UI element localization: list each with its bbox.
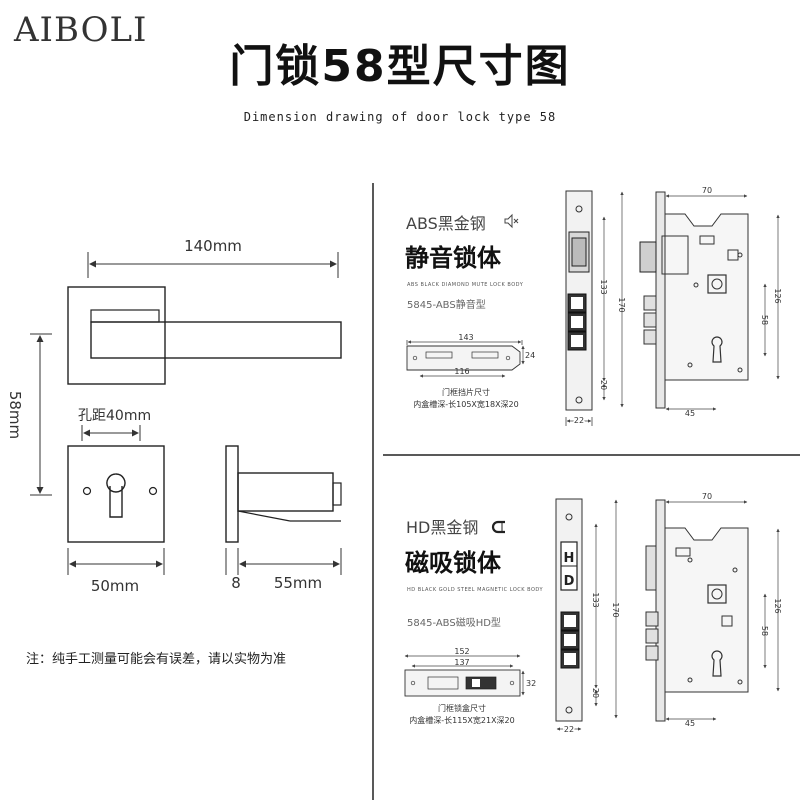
mute-icon bbox=[504, 213, 519, 229]
abs-dim-70: 70 bbox=[702, 186, 712, 195]
hd-dim-70: 70 bbox=[702, 492, 712, 501]
dim-hole-distance: 孔距40mm bbox=[78, 408, 151, 424]
hd-tagline: HD BLACK GOLD STEEL MAGNETIC LOCK BODY bbox=[407, 587, 543, 593]
hd-dim-133: 133 bbox=[591, 592, 600, 607]
dim-140mm: 140mm bbox=[184, 237, 242, 255]
handle-side-plate bbox=[225, 445, 239, 543]
hd-letter-d: D bbox=[564, 574, 575, 589]
page-title: 门锁58型尺寸图 bbox=[229, 41, 571, 92]
magnet-icon bbox=[491, 520, 505, 534]
measurement-note: 注：纯手工测量可能会有误差，请以实物为准 bbox=[26, 652, 287, 667]
hd-dim-45: 45 bbox=[685, 719, 695, 728]
hd-body-faceplate-side bbox=[655, 499, 666, 722]
hd-dim-58: 58 bbox=[760, 626, 769, 636]
handle-drawing: 140mm 58mm 孔距40mm 50mm bbox=[6, 237, 342, 595]
abs-name: 静音锁体 bbox=[405, 244, 502, 272]
hd-category: HD黑金钢 bbox=[406, 518, 478, 537]
hd-faceplate bbox=[555, 498, 583, 722]
hd-strike-inner: 137 bbox=[454, 658, 469, 667]
hd-letter-h: H bbox=[564, 551, 575, 566]
hd-strike-length: 152 bbox=[454, 647, 469, 656]
abs-lock-section: ABS黑金钢 静音锁体 ABS BLACK DIAMOND MUTE LOCK … bbox=[405, 186, 782, 427]
hd-strike-box bbox=[404, 669, 521, 697]
abs-dim-45: 45 bbox=[685, 409, 695, 418]
abs-model: 5845-ABS静音型 bbox=[407, 298, 486, 311]
abs-dim-126: 126 bbox=[773, 288, 782, 303]
abs-faceplate-width: 22 bbox=[574, 416, 584, 425]
abs-lock-case bbox=[664, 213, 749, 381]
dim-55mm: 55mm bbox=[274, 574, 322, 592]
hd-lock-section: HD黑金钢 磁吸锁体 HD BLACK GOLD STEEL MAGNETIC … bbox=[404, 492, 782, 736]
handle-side-lever bbox=[237, 472, 334, 512]
abs-cylinder-keyhole bbox=[711, 336, 723, 363]
handle-rose bbox=[67, 286, 166, 385]
escutcheon-plate bbox=[67, 445, 165, 543]
abs-strike-height: 24 bbox=[525, 351, 535, 360]
hd-strike-caption: 门框锁盒尺寸 bbox=[438, 703, 486, 713]
abs-dim-20: 20 bbox=[599, 380, 608, 390]
hd-name: 磁吸锁体 bbox=[405, 549, 502, 577]
hd-model: 5845-ABS磁吸HD型 bbox=[407, 616, 501, 629]
abs-tagline: ABS BLACK DIAMOND MUTE LOCK BODY bbox=[407, 282, 524, 288]
abs-dim-170: 170 bbox=[617, 297, 626, 312]
hd-pocket-size: 内盒槽深-长115X宽21X深20 bbox=[409, 715, 514, 725]
hd-dim-20: 20 bbox=[591, 688, 600, 698]
hd-strike-height: 32 bbox=[526, 679, 536, 688]
dim-8mm: 8 bbox=[231, 574, 241, 592]
abs-body-faceplate-side bbox=[655, 191, 666, 409]
abs-strike-length: 143 bbox=[458, 333, 473, 342]
hd-cylinder-keyhole bbox=[711, 650, 723, 677]
page-subtitle: Dimension drawing of door lock type 58 bbox=[243, 110, 557, 124]
brand-logo: AIBOLI bbox=[14, 10, 148, 50]
abs-strike-caption: 门框挡片尺寸 bbox=[442, 387, 490, 397]
keyhole-icon bbox=[106, 473, 126, 518]
abs-dim-58: 58 bbox=[760, 315, 769, 325]
hd-dim-126: 126 bbox=[773, 598, 782, 613]
handle-lever bbox=[90, 321, 342, 359]
abs-dim-133: 133 bbox=[599, 279, 608, 294]
dim-50mm: 50mm bbox=[91, 577, 139, 595]
hd-faceplate-width: 22 bbox=[564, 725, 574, 734]
abs-category: ABS黑金钢 bbox=[406, 214, 486, 233]
abs-strike-inner: 116 bbox=[454, 367, 469, 376]
abs-pocket-size: 内盒槽深-长105X宽18X深20 bbox=[413, 399, 518, 409]
hd-dim-170: 170 bbox=[611, 602, 620, 617]
hd-lock-case bbox=[664, 527, 749, 693]
dim-58mm: 58mm bbox=[6, 391, 24, 439]
